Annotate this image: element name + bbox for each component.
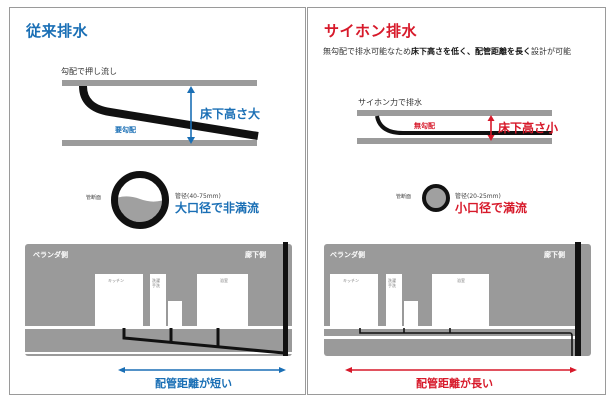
laundry-room [386, 274, 402, 326]
subtitle-post: 設計が可能 [531, 47, 571, 56]
kitchen-label: キッチン [108, 278, 124, 283]
floor-line [324, 326, 576, 329]
slope-caption: 勾配で押し流し [61, 67, 117, 76]
section-label: 管断面 [396, 194, 412, 200]
floor-line-lower [324, 336, 576, 339]
bathroom-room [432, 274, 489, 326]
siphon-title: サイホン排水 [324, 20, 417, 41]
underfloor-height-small-label: 床下高さ小 [498, 121, 559, 135]
small-pipe-section-icon [422, 184, 450, 212]
floor-plan: ベランダ側 廊下側 キッチン 洗濯 手洗 浴室 [25, 242, 292, 356]
laundry-room [150, 274, 166, 326]
large-pipe-section-icon [111, 171, 169, 229]
balcony-side-label: ベランダ側 [33, 251, 68, 259]
partial-flow-label: 大口径で非満流 [175, 201, 260, 215]
siphon-drainage-panel: サイホン排水 無勾配で排水可能なため床下高さを低く、配管距離を長く設計が可能 サ… [307, 7, 606, 395]
laundry-label: 洗濯 手洗 [388, 278, 396, 288]
upper-floor-slab [62, 80, 257, 86]
siphon-caption: サイホン力で排水 [358, 98, 422, 107]
flat-pipe-icon [375, 115, 552, 141]
corridor-side-label: 廊下側 [544, 251, 565, 259]
underfloor-height-large-label: 床下高さ大 [200, 107, 261, 121]
drain-pipe-route-icon [122, 242, 288, 356]
long-distance-label: 配管距離が長い [416, 377, 493, 390]
full-flow-label: 小口径で満流 [455, 201, 528, 215]
short-distance-label: 配管距離が短い [155, 377, 232, 390]
floor-plan: ベランダ側 廊下側 キッチン 洗濯 手洗 浴室 [324, 242, 591, 356]
siphon-subtitle: 無勾配で排水可能なため床下高さを低く、配管距離を長く設計が可能 [323, 46, 571, 57]
no-slope-label: 無勾配 [414, 122, 435, 130]
washer-box [404, 301, 418, 326]
section-label: 管断面 [86, 195, 102, 201]
slope-required-label: 要勾配 [115, 126, 136, 134]
balcony-side-label: ベランダ側 [330, 251, 365, 259]
subtitle-pre: 無勾配で排水可能なため [323, 47, 411, 56]
bathroom-label: 浴室 [220, 278, 228, 283]
kitchen-label: キッチン [343, 278, 359, 283]
corridor-side-label: 廊下側 [245, 251, 266, 259]
laundry-label: 洗濯 手洗 [152, 278, 160, 288]
distance-arrow-icon [345, 367, 577, 373]
distance-arrow-icon [118, 367, 286, 373]
subtitle-bold: 床下高さを低く、配管距離を長く [411, 47, 531, 56]
diameter-label: 管径(40-75mm) [175, 193, 221, 200]
bathroom-room [197, 274, 248, 326]
floor-line [25, 326, 292, 329]
conventional-title: 従来排水 [26, 22, 89, 40]
diameter-label: 管径(20-25mm) [455, 193, 501, 200]
upper-floor-slab [357, 110, 552, 116]
bathroom-label: 浴室 [457, 278, 465, 283]
conventional-drainage-panel: 従来排水 勾配で押し流し 要勾配 床下高さ大 管断面 管径(40-75mm) 大… [9, 7, 306, 395]
washer-box [168, 301, 182, 326]
sloped-pipe-icon [79, 85, 259, 144]
siphon-title-text: サイホン排水 [324, 22, 418, 40]
lower-floor-slab [357, 138, 552, 144]
floor-line-lower [25, 352, 292, 354]
drain-pipe-route-icon [359, 242, 581, 356]
lower-floor-slab [62, 140, 257, 146]
kitchen-room [95, 274, 143, 326]
kitchen-room [330, 274, 378, 326]
